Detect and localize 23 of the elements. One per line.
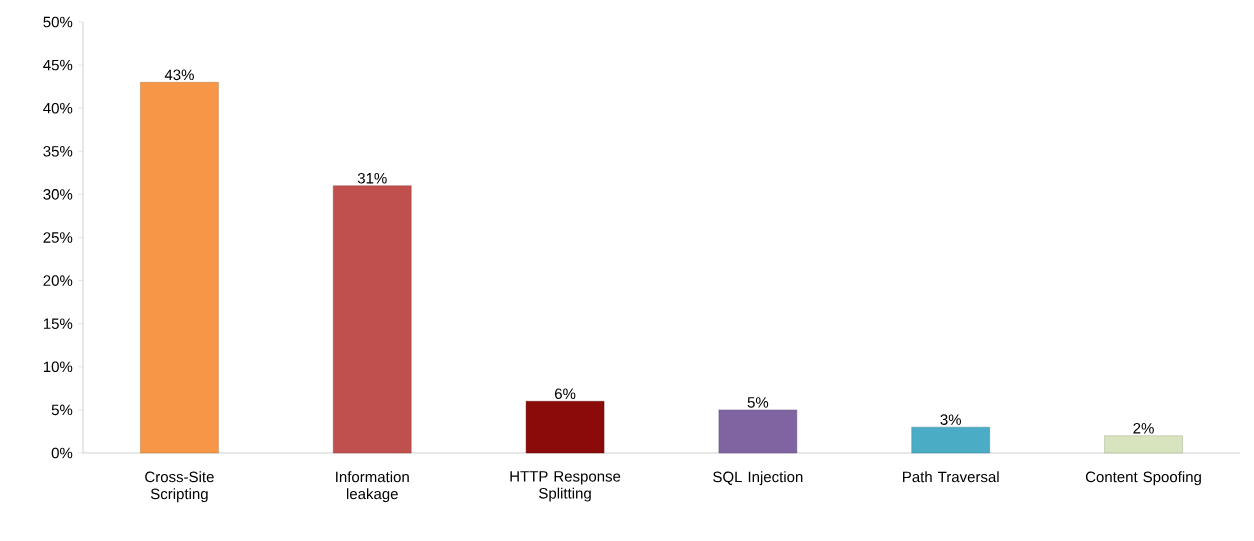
- tick-label: 30%: [43, 189, 73, 200]
- tick-label: 35%: [43, 146, 73, 157]
- value-label: 43%: [164, 69, 194, 81]
- category-label: HTTP Response Splitting: [510, 471, 621, 502]
- tick-label: 20%: [43, 275, 73, 286]
- tick-label: 40%: [43, 102, 73, 114]
- tick-label: 25%: [43, 232, 73, 243]
- tick-label: 15%: [43, 318, 73, 329]
- value-label: 3%: [940, 414, 961, 425]
- category-label: Cross-Site Scripting: [145, 471, 214, 503]
- tick-label: 10%: [43, 361, 73, 373]
- value-label: 5%: [747, 397, 769, 408]
- category-label: SQL Injection: [713, 471, 803, 486]
- value-label: 31%: [357, 172, 387, 184]
- category-label: Content Spoofing: [1085, 471, 1201, 486]
- tick-label: 0%: [51, 447, 73, 459]
- tick-label: 50%: [43, 16, 73, 28]
- category-label: Information leakage: [336, 471, 409, 503]
- value-label: 6%: [555, 388, 576, 400]
- category-label: Path Traversal: [903, 471, 999, 483]
- tick-label: 45%: [43, 59, 73, 71]
- value-label: 2%: [1133, 423, 1154, 434]
- tick-label: 5%: [51, 404, 73, 416]
